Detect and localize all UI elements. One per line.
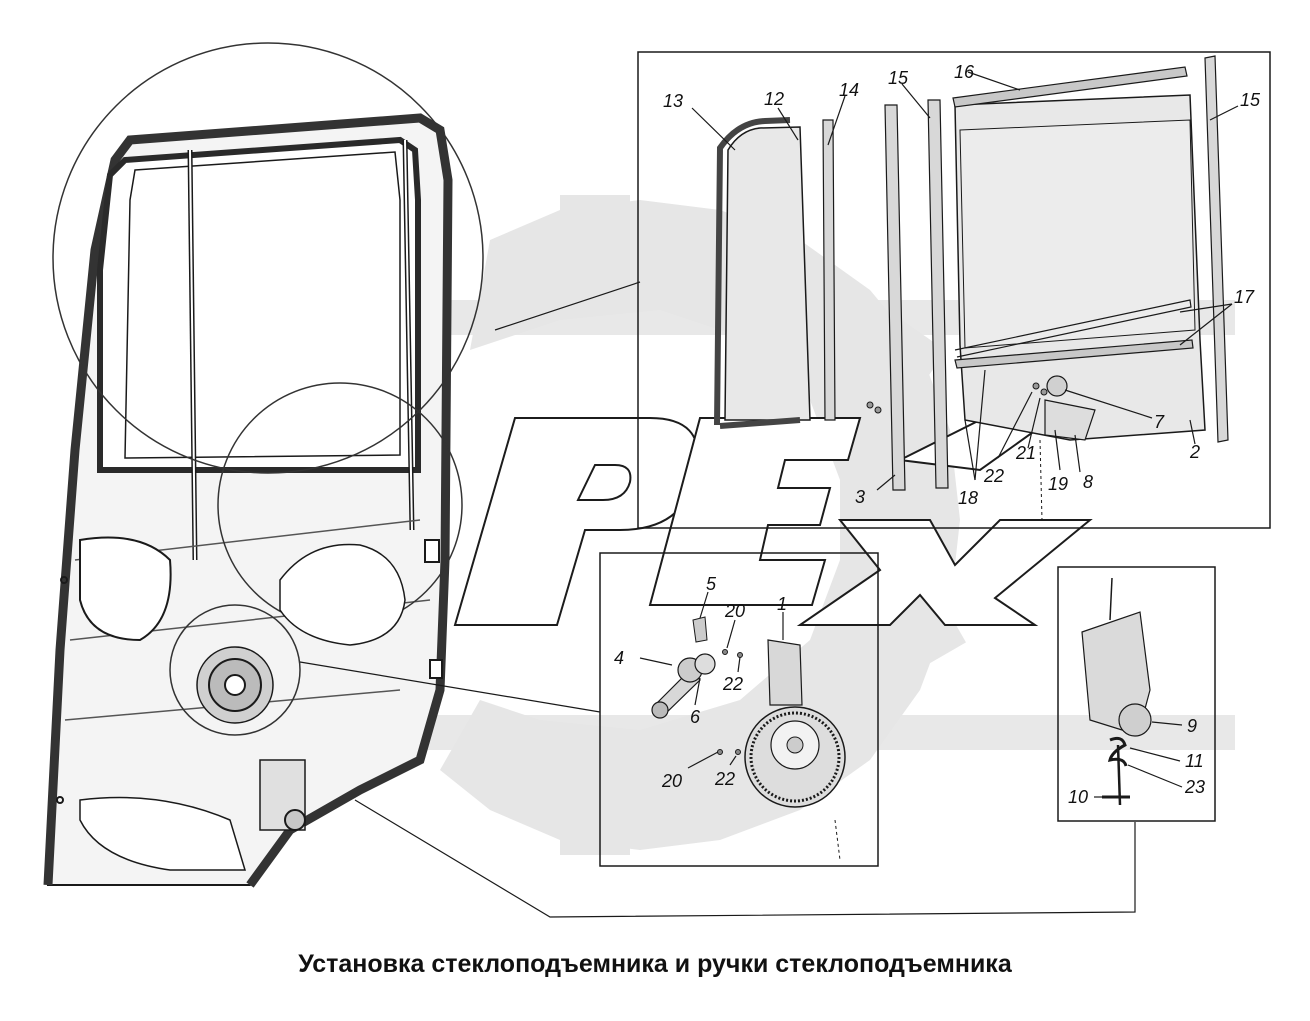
callout-2: 2: [1189, 442, 1200, 462]
callout-20-top: 20: [724, 601, 745, 621]
callout-9: 9: [1187, 716, 1197, 736]
callout-21: 21: [1015, 443, 1036, 463]
callout-6: 6: [690, 707, 701, 727]
callout-8: 8: [1083, 472, 1093, 492]
callout-22-mid: 22: [722, 674, 743, 694]
callout-1: 1: [777, 594, 787, 614]
regulator-panel: [599, 552, 879, 867]
callout-13: 13: [663, 91, 683, 111]
callout-4: 4: [614, 648, 624, 668]
callout-11: 11: [1185, 751, 1204, 771]
door-assembly: [43, 42, 1136, 918]
figure-caption: Установка стеклоподъемника и ручки стекл…: [298, 950, 1012, 978]
callout-17: 17: [1234, 287, 1255, 307]
callout-3: 3: [855, 487, 865, 507]
watermark-letters: [453, 417, 1093, 626]
callout-15-left: 15: [888, 68, 909, 88]
callout-16: 16: [954, 62, 975, 82]
callout-20-bottom: 20: [661, 771, 682, 791]
callout-15-right: 15: [1240, 90, 1261, 110]
window-glass-panel: [637, 51, 1271, 529]
callout-22-top: 22: [983, 466, 1004, 486]
callout-23: 23: [1184, 777, 1205, 797]
callout-22-bottom: 22: [714, 769, 735, 789]
callout-5: 5: [706, 574, 717, 594]
callout-12: 12: [764, 89, 784, 109]
callout-19: 19: [1048, 474, 1068, 494]
callout-10: 10: [1068, 787, 1088, 807]
callout-14: 14: [839, 80, 859, 100]
callout-7: 7: [1154, 412, 1165, 432]
handle-panel: [1057, 566, 1216, 822]
callout-18: 18: [958, 488, 978, 508]
callout-labels: 13 12 14 15 16 15 17 7 2 21 22 18 19 8 3…: [614, 62, 1261, 807]
